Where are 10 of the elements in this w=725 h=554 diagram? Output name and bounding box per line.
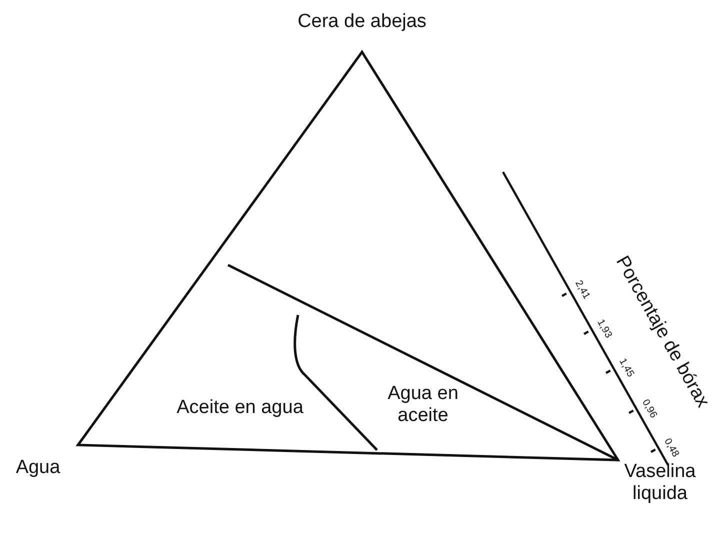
tick-label: 0,96: [639, 398, 659, 420]
vertex-label: Agua: [16, 457, 60, 479]
region-label: Aceite en agua: [176, 397, 304, 419]
vertex-label: Cera de abejas: [298, 11, 426, 33]
tick-label: 1,45: [616, 356, 636, 380]
region-label: Agua en aceite: [386, 383, 460, 427]
tick-label: 1,93: [594, 318, 614, 340]
vertex-label: Vaselina liquida: [623, 461, 697, 505]
tick-label: 2,41: [572, 278, 592, 302]
tick-label: 0,48: [661, 436, 681, 460]
